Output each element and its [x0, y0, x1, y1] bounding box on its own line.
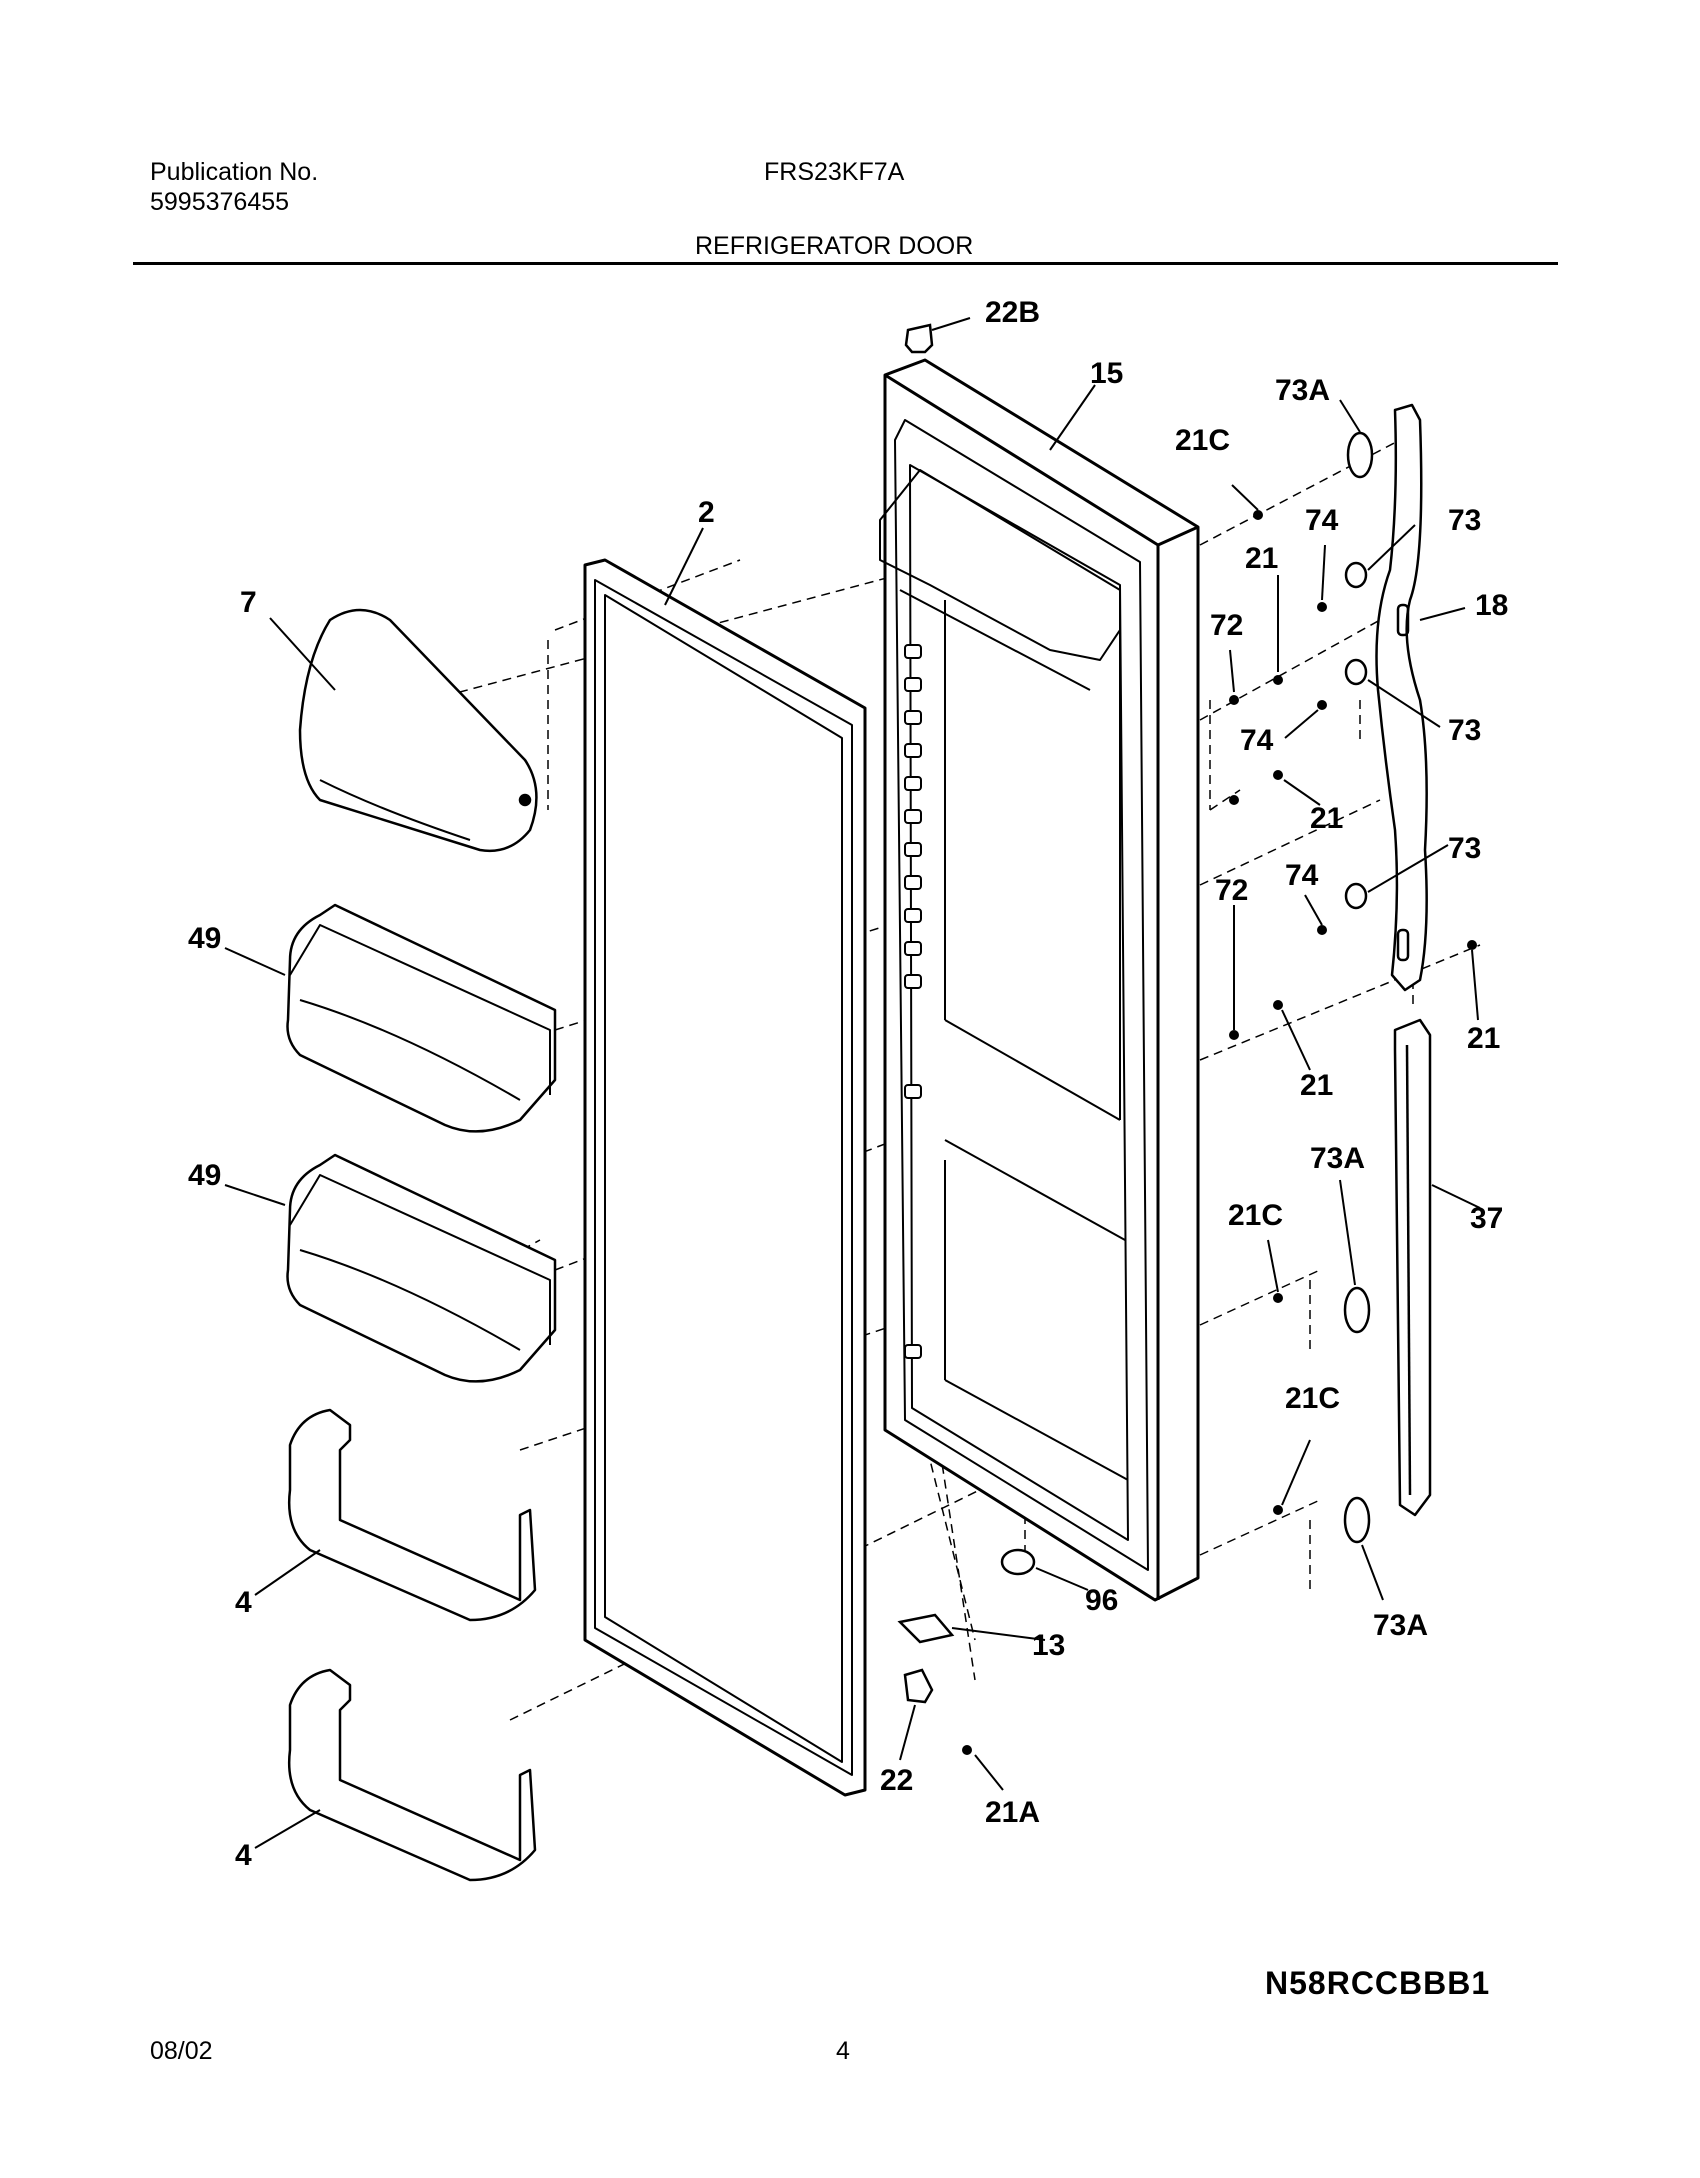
callout-37: 37 [1470, 1202, 1503, 1235]
callout-21c-mid: 21C [1228, 1199, 1283, 1232]
callout-73-c: 73 [1448, 832, 1481, 865]
callout-21-d: 21 [1300, 1069, 1333, 1102]
publication-date: 08/02 [150, 2037, 213, 2065]
callout-49-a: 49 [188, 922, 221, 955]
callout-22b: 22B [985, 296, 1040, 329]
door-liner [879, 358, 1200, 1602]
door-shelf-lower [288, 1668, 537, 1882]
callout-18: 18 [1475, 589, 1508, 622]
model-number: FRS23KF7A [764, 158, 905, 186]
dairy-compartment [298, 608, 538, 853]
callout-21c-low: 21C [1285, 1382, 1340, 1415]
handle-trim [1393, 1018, 1432, 1517]
callout-73a-top: 73A [1275, 374, 1330, 407]
door-shelf-upper [288, 1408, 537, 1622]
callout-49-b: 49 [188, 1159, 221, 1192]
callout-leaders [224, 317, 1481, 1849]
callout-73-a: 73 [1448, 504, 1481, 537]
page-number: 4 [836, 2037, 850, 2065]
door-bin-lower [286, 1153, 557, 1383]
door-gasket [583, 558, 867, 1797]
callout-7: 7 [240, 586, 257, 619]
door-handle [1375, 403, 1428, 992]
callout-21-b: 21 [1310, 802, 1343, 835]
diagram-reference-code: N58RCCBBB1 [1265, 1965, 1491, 2001]
callout-15: 15 [1090, 357, 1123, 390]
callout-22: 22 [880, 1764, 913, 1797]
callout-73a-mid: 73A [1310, 1142, 1365, 1175]
callout-73-b: 73 [1448, 714, 1481, 747]
section-title: REFRIGERATOR DOOR [695, 232, 974, 260]
header-rule [133, 262, 1558, 265]
screws [962, 510, 1477, 1755]
door-bin-upper [286, 903, 557, 1133]
callout-73a-low: 73A [1373, 1609, 1428, 1642]
callout-74-a: 74 [1305, 504, 1339, 537]
callout-21-a: 21 [1245, 542, 1278, 575]
callout-74-c: 74 [1285, 859, 1319, 892]
callout-13: 13 [1032, 1629, 1065, 1662]
callout-4-b: 4 [235, 1839, 252, 1872]
publication-label: Publication No. [150, 158, 319, 186]
callout-numbers: 22B 15 73A 21C 2 74 73 7 21 18 72 74 73 … [188, 296, 1508, 1872]
callout-72-a: 72 [1210, 609, 1243, 642]
callout-21a: 21A [985, 1796, 1040, 1829]
publication-number: 5995376455 [150, 188, 290, 216]
callout-21c-top: 21C [1175, 424, 1230, 457]
callout-74-b: 74 [1240, 724, 1274, 757]
callout-72-b: 72 [1215, 874, 1248, 907]
callout-96: 96 [1085, 1584, 1118, 1617]
callout-2: 2 [698, 496, 715, 529]
fasteners [897, 323, 1374, 1704]
callout-21-c: 21 [1467, 1022, 1500, 1055]
callout-4-a: 4 [235, 1586, 252, 1619]
